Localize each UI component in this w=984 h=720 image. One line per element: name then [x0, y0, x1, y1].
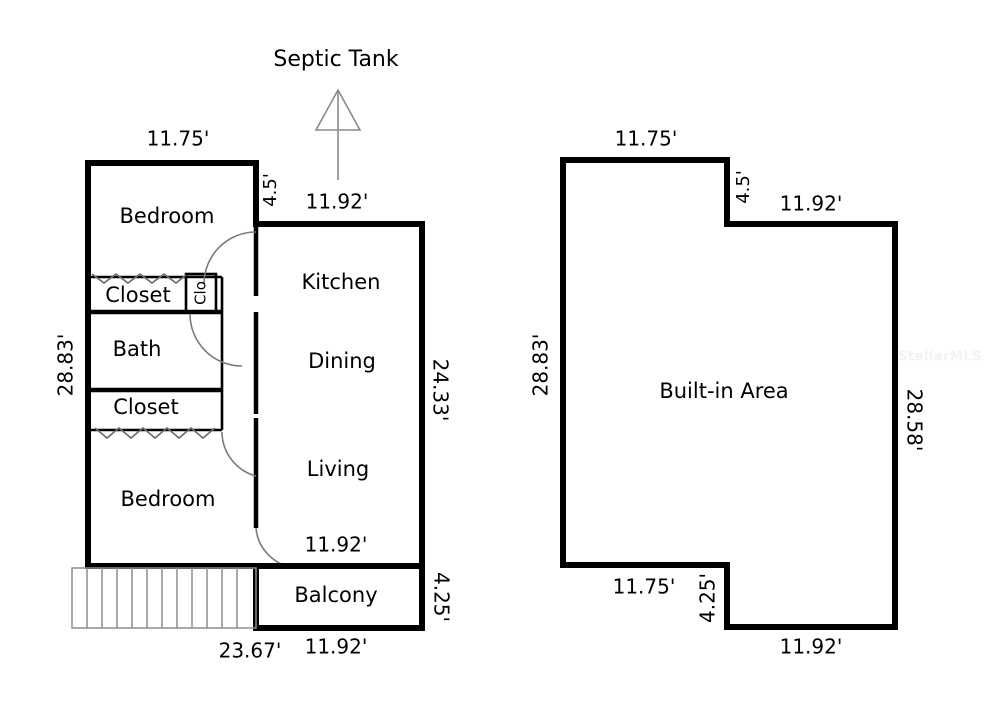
dim-right-right-side: 28.58'	[903, 389, 927, 452]
builtin-area-outline	[560, 157, 898, 630]
door-swing-bedroom-top	[203, 231, 257, 285]
door-swing-bath	[189, 313, 243, 367]
dim-right-bottom-right: 11.92'	[780, 635, 843, 659]
dim-left-top-right: 11.92'	[306, 190, 369, 214]
dim-right-bottom-step: 4.25'	[696, 573, 720, 623]
room-label-balcony: Balcony	[294, 583, 377, 607]
builtin-area-label: Built-in Area	[659, 379, 788, 403]
room-label-kitchen: Kitchen	[302, 270, 381, 294]
unit-outer-wall	[85, 160, 425, 631]
closet-door-zigzag-upper	[91, 272, 187, 285]
door-swing-bedroom-bottom	[221, 431, 257, 477]
closet-door-zigzag-lower	[94, 426, 216, 440]
room-label-bath: Bath	[113, 337, 162, 361]
room-label-bedroom-bottom: Bedroom	[121, 487, 216, 511]
dim-right-top-right: 11.92'	[780, 192, 843, 216]
dim-left-right-side: 24.33'	[429, 359, 453, 422]
watermark-label: StellarMLS	[898, 350, 982, 365]
left-floor-plan: Bedroom Closet Clo Bath Closet Bedroom K…	[54, 127, 454, 663]
dim-left-balcony-right: 4.25'	[430, 572, 454, 622]
septic-tank-label: Septic Tank	[273, 47, 399, 72]
room-label-bedroom-top: Bedroom	[120, 204, 215, 228]
room-label-living: Living	[307, 457, 369, 481]
dim-left-top-left: 11.75'	[147, 127, 210, 151]
dim-left-stairs-bottom: 23.67'	[219, 639, 282, 663]
room-label-closet-bottom: Closet	[113, 395, 178, 419]
septic-arrow-icon	[314, 88, 362, 180]
dim-left-side: 28.83'	[54, 334, 78, 397]
dim-right-left-side: 28.83'	[529, 334, 553, 397]
dim-right-top-left: 11.75'	[615, 127, 678, 151]
room-label-closet-top: Closet	[105, 283, 170, 307]
stairs	[71, 567, 257, 629]
room-label-dining: Dining	[308, 349, 376, 373]
door-swing-balcony	[255, 527, 301, 569]
room-label-clo: Clo	[192, 281, 210, 305]
right-builtin-plan: Built-in Area StellarMLS 11.75' 4.5' 11.…	[529, 127, 982, 659]
dim-left-balcony-bottom: 11.92'	[305, 635, 368, 659]
dim-left-living-bottom: 11.92'	[305, 533, 368, 557]
dim-left-step-vertical: 4.5'	[260, 173, 281, 207]
dim-right-step-vertical: 4.5'	[733, 170, 754, 204]
dim-right-bottom-left: 11.75'	[613, 575, 676, 599]
